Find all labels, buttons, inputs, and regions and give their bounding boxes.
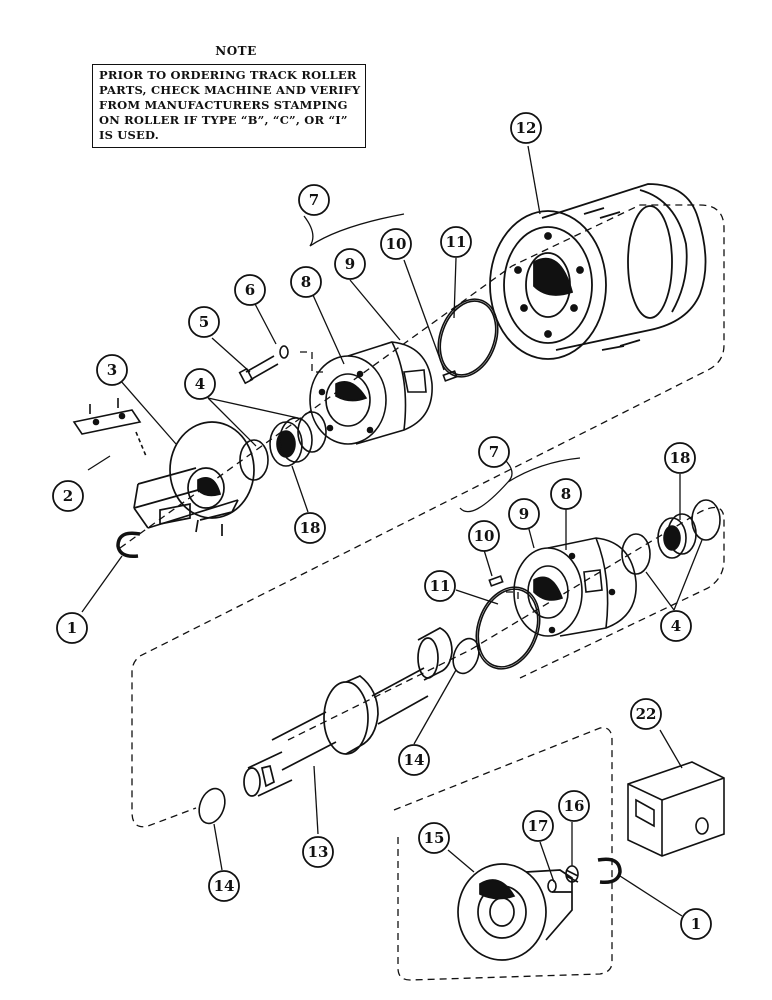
callout-1-left: 1 — [56, 612, 88, 644]
callout-8-bottom: 8 — [550, 478, 582, 510]
callout-7-top: 7 — [298, 184, 330, 216]
note-line: FROM MANUFACTURERS STAMPING — [99, 98, 348, 112]
svg-text:1: 1 — [691, 915, 701, 933]
washer-17 — [547, 879, 557, 893]
svg-text:15: 15 — [424, 829, 445, 847]
svg-text:22: 22 — [636, 705, 657, 723]
svg-text:18: 18 — [670, 449, 691, 467]
spring-16 — [565, 865, 579, 883]
o-ring-14-left — [198, 787, 226, 825]
svg-text:13: 13 — [308, 843, 329, 861]
note-line: ON ROLLER IF TYPE “B”, “C”, OR “I” — [99, 113, 348, 127]
svg-text:7: 7 — [489, 443, 499, 461]
callout-6: 6 — [234, 274, 266, 306]
svg-text:8: 8 — [301, 273, 311, 291]
seal-18-top — [269, 417, 313, 467]
svg-text:3: 3 — [107, 361, 117, 379]
lock-ring-1-right — [597, 857, 622, 885]
svg-text:6: 6 — [245, 281, 255, 299]
lock-ring-1-left — [116, 531, 141, 559]
note-box: PRIOR TO ORDERING TRACK ROLLER PARTS, CH… — [92, 64, 366, 148]
svg-text:10: 10 — [474, 527, 495, 545]
callout-14-right: 14 — [398, 744, 430, 776]
callout-9-bottom: 9 — [508, 498, 540, 530]
svg-text:8: 8 — [561, 485, 571, 503]
dashed-guide-lines — [119, 204, 725, 981]
block-22 — [627, 761, 725, 857]
bolt-5 — [238, 355, 279, 385]
callout-10-top: 10 — [380, 228, 412, 260]
collar-assembly-top — [309, 341, 433, 445]
o-ring-11-bottom — [475, 586, 541, 670]
callout-14-left: 14 — [208, 870, 240, 902]
o-ring-4-bottom-left — [621, 533, 651, 575]
washer-6 — [279, 345, 289, 359]
o-ring-4-top-right — [297, 411, 327, 453]
svg-text:9: 9 — [519, 505, 529, 523]
callout-9-top: 9 — [334, 248, 366, 280]
svg-text:11: 11 — [446, 233, 467, 251]
callout-12: 12 — [510, 112, 542, 144]
pin-10-top — [442, 370, 458, 382]
end-collar-left — [133, 421, 255, 536]
svg-text:9: 9 — [345, 255, 355, 273]
callout-15: 15 — [418, 822, 450, 854]
pin-10-bottom — [488, 575, 504, 587]
note-line: PARTS, CHECK MACHINE AND VERIFY — [99, 83, 361, 97]
o-ring-14-right — [452, 637, 480, 675]
note-title: NOTE — [215, 44, 257, 58]
strap-2 — [72, 398, 147, 457]
collar-assembly-bottom — [513, 537, 637, 637]
track-roller-body — [489, 183, 707, 360]
callout-2: 2 — [52, 480, 84, 512]
callout-4-top: 4 — [184, 368, 216, 400]
shaft-13 — [243, 627, 453, 797]
svg-text:4: 4 — [671, 617, 681, 635]
callout-22: 22 — [630, 698, 662, 730]
svg-text:14: 14 — [214, 877, 235, 895]
callout-5: 5 — [188, 306, 220, 338]
svg-text:16: 16 — [564, 797, 585, 815]
callouts: 12 7 10 11 9 8 6 5 3 4 2 18 1 7 18 8 9 1… — [52, 112, 712, 940]
callout-1-right: 1 — [680, 908, 712, 940]
o-ring-4-bottom-right — [691, 499, 721, 541]
end-collar-bottom — [457, 863, 573, 961]
callout-17: 17 — [522, 810, 554, 842]
callout-18-bottom: 18 — [664, 442, 696, 474]
svg-text:17: 17 — [528, 817, 549, 835]
callout-13: 13 — [302, 836, 334, 868]
seal-18-bottom — [657, 513, 697, 559]
callout-11-top: 11 — [440, 226, 472, 258]
svg-text:4: 4 — [195, 375, 205, 393]
svg-text:1: 1 — [67, 619, 77, 637]
svg-text:12: 12 — [516, 119, 537, 137]
svg-text:5: 5 — [199, 313, 209, 331]
svg-text:11: 11 — [430, 577, 451, 595]
callout-4-bottom: 4 — [660, 610, 692, 642]
svg-text:10: 10 — [386, 235, 407, 253]
callout-3: 3 — [96, 354, 128, 386]
svg-text:18: 18 — [300, 519, 321, 537]
callout-16: 16 — [558, 790, 590, 822]
callout-8-top: 8 — [290, 266, 322, 298]
callout-18-top: 18 — [294, 512, 326, 544]
svg-text:14: 14 — [404, 751, 425, 769]
note-line: IS USED. — [99, 128, 159, 142]
callout-10-bottom: 10 — [468, 520, 500, 552]
note-line: PRIOR TO ORDERING TRACK ROLLER — [99, 68, 357, 82]
o-ring-11-top — [437, 298, 499, 378]
callout-7-bottom: 7 — [478, 436, 510, 468]
svg-text:7: 7 — [309, 191, 319, 209]
callout-11-bottom: 11 — [424, 570, 456, 602]
leader-lines — [81, 145, 703, 917]
svg-text:2: 2 — [63, 487, 73, 505]
